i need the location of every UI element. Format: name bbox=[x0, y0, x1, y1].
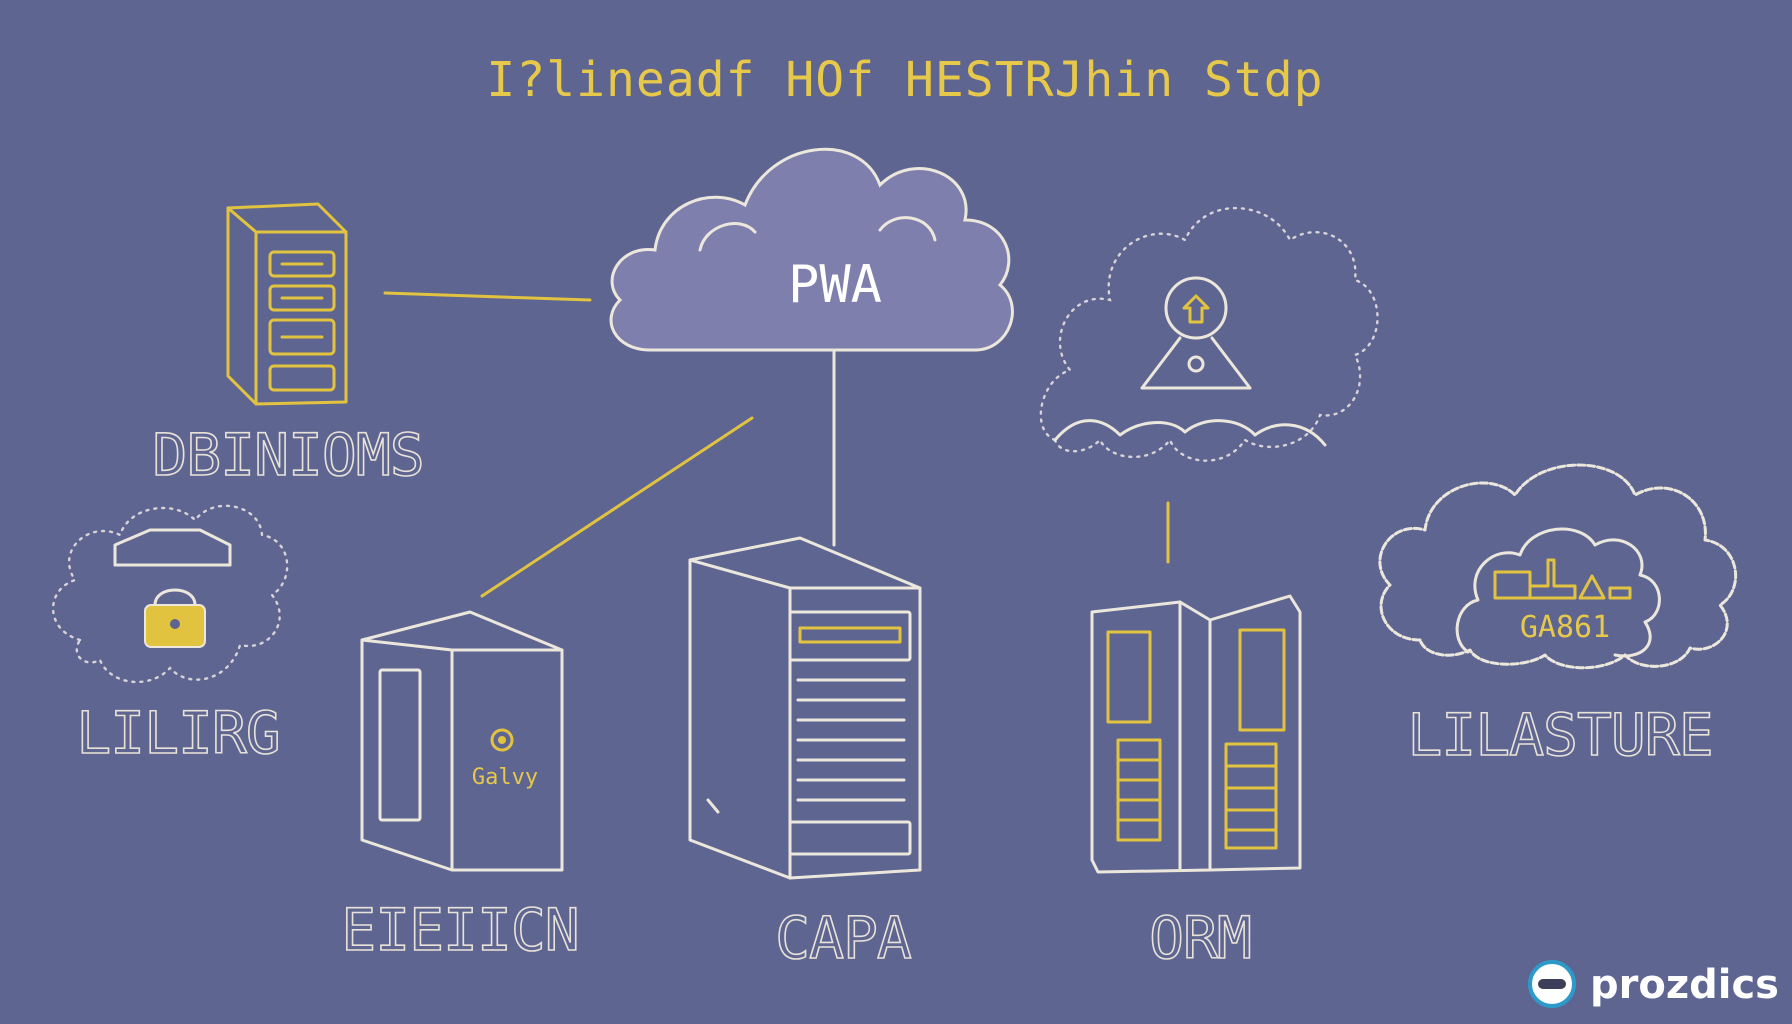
central-cloud-label: PWA bbox=[788, 255, 882, 315]
server-tower-icon bbox=[226, 202, 348, 406]
alert-pin-icon bbox=[1140, 276, 1252, 390]
node-label-top-left: DBINIOMS bbox=[152, 421, 423, 489]
right-cloud-badge: GA861 bbox=[1520, 610, 1610, 645]
node-label-left-cloud: LILIRG bbox=[76, 699, 280, 767]
central-cloud: PWA bbox=[609, 147, 1014, 352]
node-label-center: CAPA bbox=[775, 904, 911, 972]
connector-cabinet-to-cloud bbox=[480, 416, 754, 598]
upper-right-cloud bbox=[1039, 206, 1379, 462]
lock-icon bbox=[144, 588, 206, 648]
dual-storage-cabinet-icon bbox=[1090, 594, 1302, 874]
left-cloud bbox=[51, 504, 289, 684]
node-label-mid-left: EIEIICN bbox=[341, 896, 578, 964]
brand-name: prozdics bbox=[1590, 962, 1779, 1008]
connector-top-left-to-cloud bbox=[383, 291, 592, 302]
connector-lines bbox=[383, 291, 1170, 598]
storage-cabinet-icon bbox=[360, 610, 564, 872]
brand-logo: prozdics bbox=[1528, 960, 1779, 1008]
node-label-right-cloud: LILASTURE bbox=[1407, 701, 1712, 769]
server-rack-icon bbox=[688, 536, 922, 880]
gear-icon bbox=[490, 728, 514, 752]
node-label-right-cabinet: ORM bbox=[1149, 904, 1251, 972]
right-cloud bbox=[1378, 463, 1737, 670]
cabinet-badge: Galvy bbox=[472, 765, 538, 790]
diagram-title: I?lineadf HOf HESTRJhin Stdp bbox=[486, 52, 1323, 108]
